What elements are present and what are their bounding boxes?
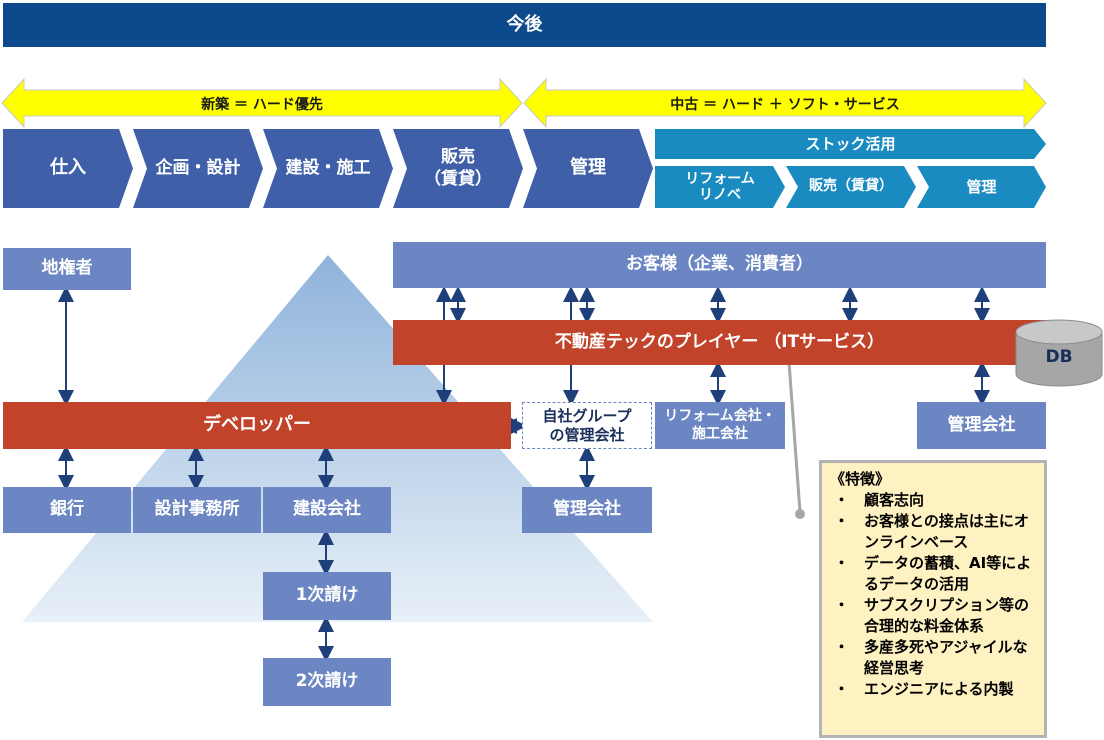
feature-item: ・サブスクリプション等の合理的な料金体系 xyxy=(834,596,1030,635)
phase-new-label: 新築 ＝ ハード優先 xyxy=(201,97,323,113)
step-planning-design: 企画・設計 xyxy=(133,129,263,208)
features-title: 《特徴》 xyxy=(830,470,891,488)
feature-item: ・お客様との接点は主にオンラインベース xyxy=(834,512,1029,551)
features-callout: 《特徴》 ・顧客志向 ・お客様との接点は主にオンラインベース ・データの蓄積、A… xyxy=(819,460,1047,738)
developer-box: デベロッパー xyxy=(3,402,511,449)
page-title: 今後 xyxy=(3,3,1046,47)
step-purchase: 仕入 xyxy=(3,129,133,208)
feature-item: ・顧客志向 xyxy=(834,491,925,509)
first-tier-subcontractor-box: 1次請け xyxy=(263,572,391,620)
landowner-box: 地権者 xyxy=(3,248,131,290)
step-management: 管理 xyxy=(523,129,653,208)
management-company-right-box: 管理会社 xyxy=(917,402,1046,449)
bank-box: 銀行 xyxy=(3,487,131,533)
realtech-players-box: 不動産テックのプレイヤー （ITサービス） xyxy=(393,320,1046,365)
database-icon xyxy=(1015,319,1103,387)
step-construction: 建設・施工 xyxy=(263,129,393,208)
stock-item-sales: 販売（賃貸） xyxy=(786,166,916,208)
feature-item: ・エンジニアによる内製 xyxy=(834,680,1014,698)
phase-used-label: 中古 ＝ ハード ＋ ソフト・サービス xyxy=(670,97,900,113)
feature-item: ・多産多死やアジャイルな経営思考 xyxy=(834,638,1028,677)
group-management-company-box: 自社グループ の管理会社 xyxy=(522,402,652,449)
step-sales-rental: 販売 （賃貸） xyxy=(393,129,523,208)
features-list: ・顧客志向 ・お客様との接点は主にオンラインベース ・データの蓄積、AI等による… xyxy=(830,490,1036,700)
management-company-mid-box: 管理会社 xyxy=(522,487,652,533)
phase-arrows xyxy=(1,77,1047,129)
reform-construction-company-box: リフォーム会社・ 施工会社 xyxy=(655,402,785,449)
customer-box: お客様（企業、消費者） xyxy=(393,242,1046,288)
database-label: DB xyxy=(1045,347,1073,367)
new-build-arrow xyxy=(1,77,523,129)
stock-item-management: 管理 xyxy=(917,166,1046,208)
stock-item-reform: リフォーム リノベ xyxy=(655,166,785,208)
used-arrow xyxy=(523,77,1047,129)
feature-item: ・データの蓄積、AI等によるデータの活用 xyxy=(834,554,1032,593)
second-tier-subcontractor-box: 2次請け xyxy=(263,658,391,706)
stock-utilization-header: ストック活用 xyxy=(655,129,1046,159)
construction-company-box: 建設会社 xyxy=(263,487,391,533)
design-office-box: 設計事務所 xyxy=(133,487,261,533)
